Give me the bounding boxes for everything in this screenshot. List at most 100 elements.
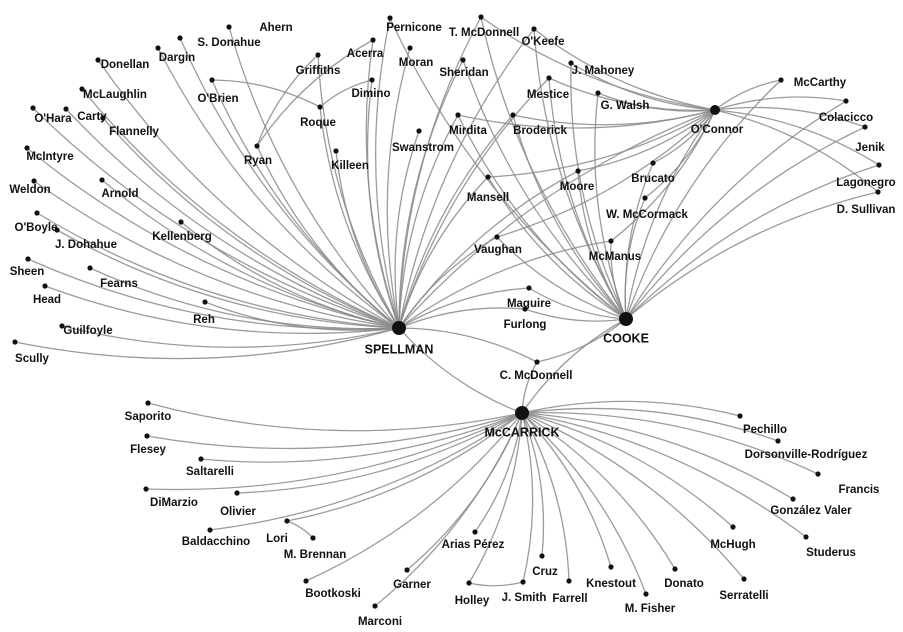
edge-sheridan-to-spellman <box>398 59 464 329</box>
label-mestice: Mestice <box>527 89 569 101</box>
node-serratelli <box>741 576 747 582</box>
label-j-mahoney: J. Mahoney <box>572 65 635 77</box>
edge-sheen-to-spellman <box>27 258 400 330</box>
edge-lagonegro-to-cooke <box>625 164 880 320</box>
edge-studerus-to-mccarrick <box>521 412 807 538</box>
node-sheen <box>25 256 31 262</box>
label-s-donahue: S. Donahue <box>197 37 260 49</box>
label-baldacchino: Baldacchino <box>182 536 250 548</box>
label-donellan: Donellan <box>101 59 150 71</box>
edge-mansell-to-cooke <box>487 176 627 320</box>
edge-j-dohahue-to-spellman <box>56 229 400 329</box>
node-weldon <box>31 178 37 184</box>
edge-spellman-to-mccarrick <box>398 327 523 414</box>
label-holley: Holley <box>455 595 490 607</box>
label-m-brennan: M. Brennan <box>284 549 347 561</box>
label-vaughan: Vaughan <box>474 244 522 256</box>
node-lori <box>284 518 290 524</box>
label-studerus: Studerus <box>806 547 856 559</box>
node-j-dohahue <box>54 227 60 233</box>
node-cruz <box>539 553 545 559</box>
label-griffiths: Griffiths <box>296 65 341 77</box>
node-o-hara <box>30 105 36 111</box>
node-reh <box>202 299 208 305</box>
edge-dimino-to-spellman <box>366 79 400 329</box>
edge-furlong-to-spellman <box>398 307 526 329</box>
node-layer <box>12 14 882 609</box>
edge-lori-to-mccarrick <box>286 412 523 522</box>
edge-mclaughlin-to-spellman <box>81 88 400 329</box>
edge-weldon-to-spellman <box>33 180 400 329</box>
node-moran <box>407 45 413 51</box>
label-w-mccormack: W. McCormack <box>606 209 688 221</box>
edge-moran-to-spellman <box>386 47 411 329</box>
label-lagonegro: Lagonegro <box>836 177 895 189</box>
node-mccarthy <box>778 77 784 83</box>
edge-colacicco-to-o-connor <box>714 96 847 111</box>
node-killeen <box>333 148 339 154</box>
node-marconi <box>372 603 378 609</box>
label-acerra: Acerra <box>347 48 384 60</box>
edge-furlong-to-cooke <box>524 308 627 322</box>
edge-bootkoski-to-mccarrick <box>305 412 523 582</box>
label-guilfoyle: Guilfoyle <box>63 325 112 337</box>
label-head: Head <box>33 294 61 306</box>
edge-t-mcdonnell-to-o-connor <box>480 16 716 111</box>
edge-acerra-to-ryan <box>256 39 374 147</box>
edge-m-brennan-to-lori <box>286 520 314 539</box>
node-flannelly <box>100 115 106 121</box>
label-o-brien: O'Brien <box>197 93 238 105</box>
label-fearns: Fearns <box>100 278 138 290</box>
edge-cruz-to-mccarrick <box>521 412 545 557</box>
label-moore: Moore <box>560 181 595 193</box>
edge-pernicone-to-spellman <box>374 17 400 329</box>
node-mestice <box>546 75 552 81</box>
edge-mccarthy-to-o-connor <box>714 79 782 111</box>
label-colacicco: Colacicco <box>819 112 873 124</box>
label-scully: Scully <box>15 353 49 365</box>
node-gonzalez-valer <box>790 496 796 502</box>
node-o-boyle <box>34 210 40 216</box>
label-kellenberg: Kellenberg <box>152 231 211 243</box>
node-olivier <box>234 490 240 496</box>
edge-moore-to-o-connor <box>577 109 716 172</box>
label-gonzalez-valer: González Valer <box>770 505 852 517</box>
edge-vaughan-to-o-connor <box>496 109 716 238</box>
edge-mestice-to-o-connor <box>548 77 716 112</box>
edge-mestice-to-spellman <box>398 77 550 329</box>
edge-knestout-to-mccarrick <box>521 412 612 568</box>
node-o-connor <box>710 105 720 115</box>
node-carty <box>63 106 69 112</box>
edge-g-walsh-to-cooke <box>594 92 627 320</box>
label-mcmanus: McManus <box>589 251 641 263</box>
node-c-mcdonnell <box>534 359 540 365</box>
node-ryan <box>254 143 260 149</box>
label-j-smith: J. Smith <box>502 592 547 604</box>
edge-saporito-to-mccarrick <box>147 402 523 432</box>
label-d-sullivan: D. Sullivan <box>837 204 896 216</box>
edge-d-sullivan-to-o-connor <box>714 109 879 193</box>
edge-pechillo-to-mccarrick <box>521 400 741 417</box>
node-sheridan <box>460 57 466 63</box>
label-broderick: Broderick <box>513 125 567 137</box>
edge-mchugh-to-mccarrick <box>521 412 734 528</box>
node-dargin <box>155 45 161 51</box>
edge-arnold-to-spellman <box>101 179 400 329</box>
label-jenik: Jenik <box>855 142 885 154</box>
edge-j-smith-to-mccarrick <box>521 412 534 583</box>
node-bootkoski <box>303 578 309 584</box>
label-saltarelli: Saltarelli <box>186 466 234 478</box>
edge-dorsonville-rodriguez-to-mccarrick <box>521 407 779 442</box>
node-donato <box>672 566 678 572</box>
edge-o-keefe-to-spellman <box>398 28 535 329</box>
edge-mirdita-to-cooke <box>457 114 627 320</box>
edge-jenik-to-cooke <box>625 126 866 320</box>
node-garner <box>404 567 410 573</box>
node-arnold <box>99 177 105 183</box>
label-g-walsh: G. Walsh <box>601 100 650 112</box>
node-mccarrick <box>515 406 529 420</box>
label-swanstrom: Swanstrom <box>392 142 454 154</box>
node-t-mcdonnell <box>478 14 484 20</box>
node-mchugh <box>730 524 736 530</box>
